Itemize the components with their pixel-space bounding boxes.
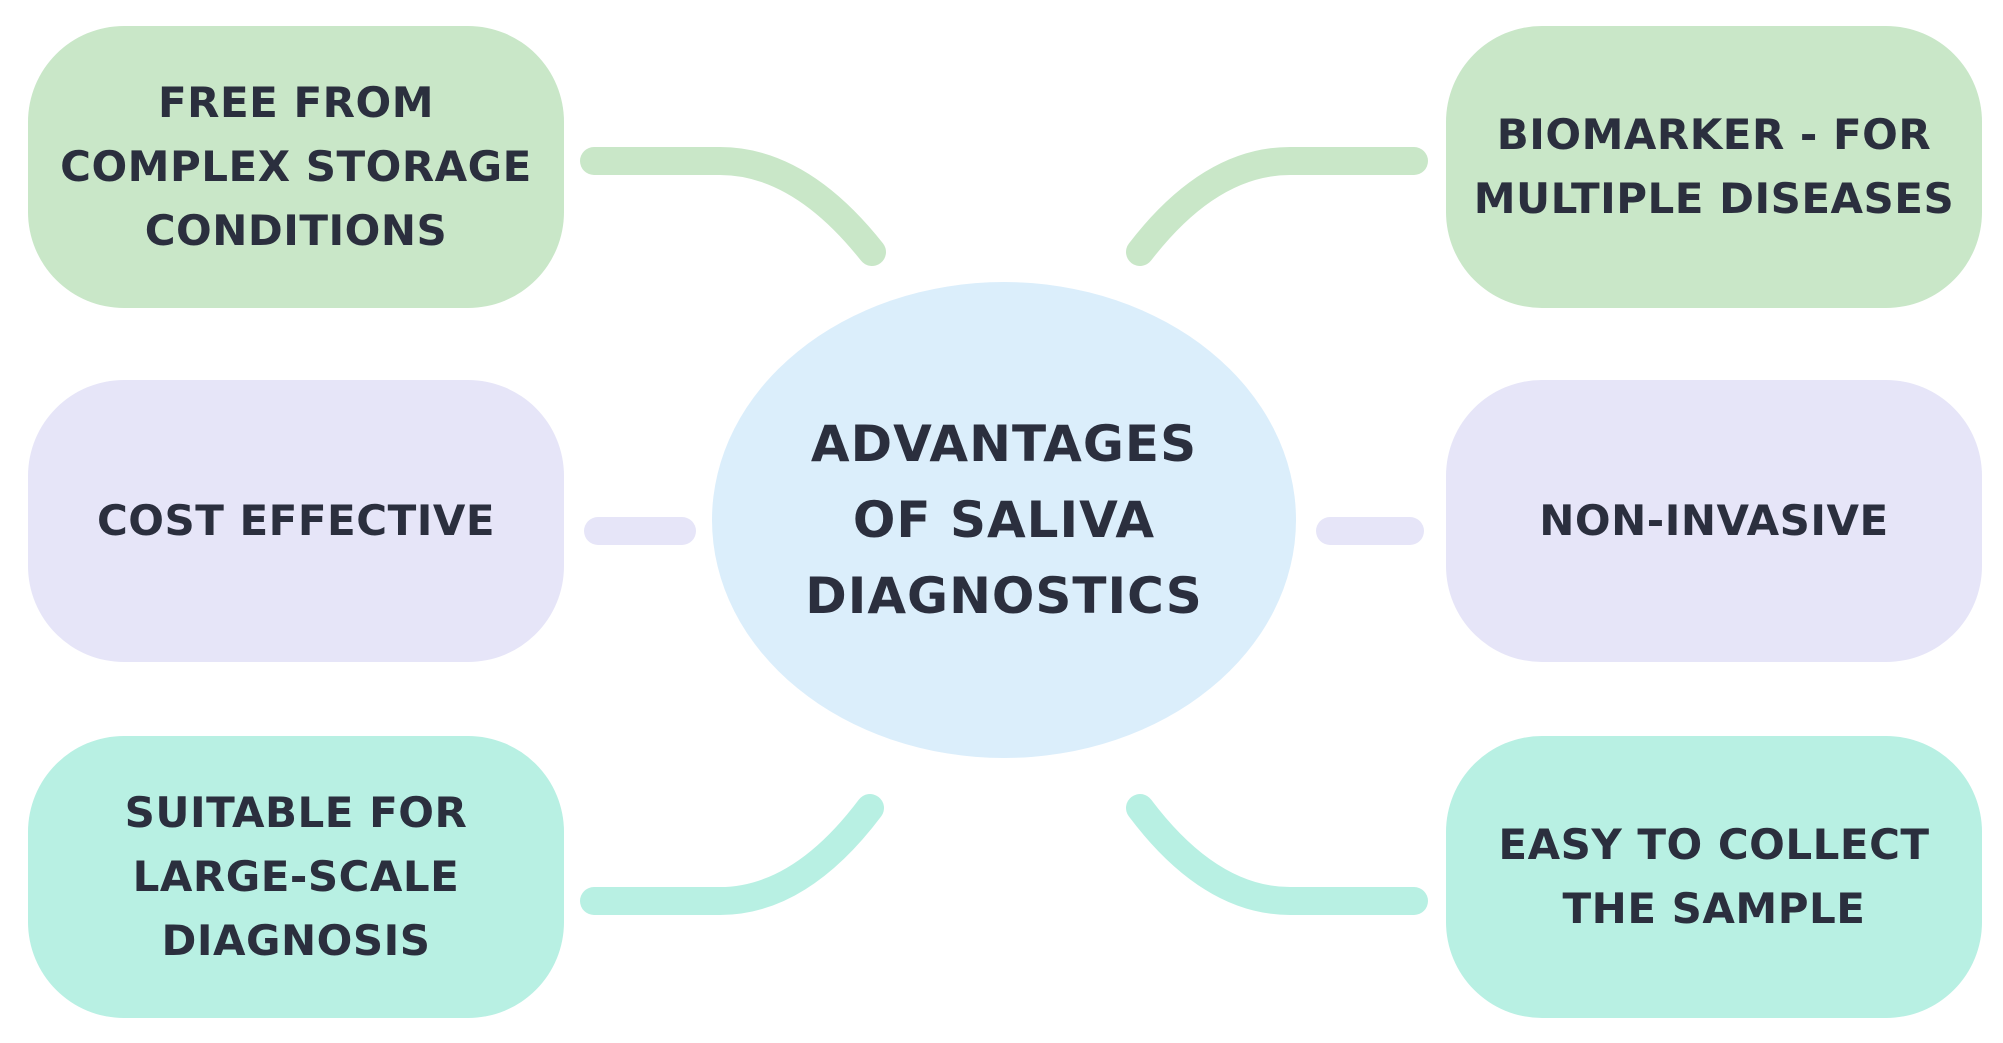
advantage-node-non-invasive: NON-INVASIVE <box>1446 380 1982 662</box>
advantage-label-biomarker: BIOMARKER - FOR MULTIPLE DISEASES <box>1473 110 1955 223</box>
advantage-label-storage: FREE FROM COMPLEX STORAGE CONDITIONS <box>60 78 532 255</box>
advantage-node-storage: FREE FROM COMPLEX STORAGE CONDITIONS <box>28 26 564 308</box>
connector-top-right <box>1126 147 1428 266</box>
connector-top-left <box>580 147 886 266</box>
central-topic-label: ADVANTAGES OF SALIVA DIAGNOSTICS <box>805 415 1203 625</box>
central-topic: ADVANTAGES OF SALIVA DIAGNOSTICS <box>712 282 1296 758</box>
advantage-node-biomarker: BIOMARKER - FOR MULTIPLE DISEASES <box>1446 26 1982 308</box>
connector-bot-left <box>580 794 884 915</box>
advantage-node-easy-collect: EASY TO COLLECT THE SAMPLE <box>1446 736 1982 1018</box>
advantage-label-large-scale: SUITABLE FOR LARGE-SCALE DIAGNOSIS <box>124 788 468 965</box>
advantage-label-easy-collect: EASY TO COLLECT THE SAMPLE <box>1498 820 1930 933</box>
connector-bot-right <box>1126 794 1428 915</box>
advantage-node-cost: COST EFFECTIVE <box>28 380 564 662</box>
advantage-label-cost: COST EFFECTIVE <box>96 496 496 545</box>
advantage-node-large-scale: SUITABLE FOR LARGE-SCALE DIAGNOSIS <box>28 736 564 1018</box>
advantage-label-non-invasive: NON-INVASIVE <box>1539 496 1889 545</box>
